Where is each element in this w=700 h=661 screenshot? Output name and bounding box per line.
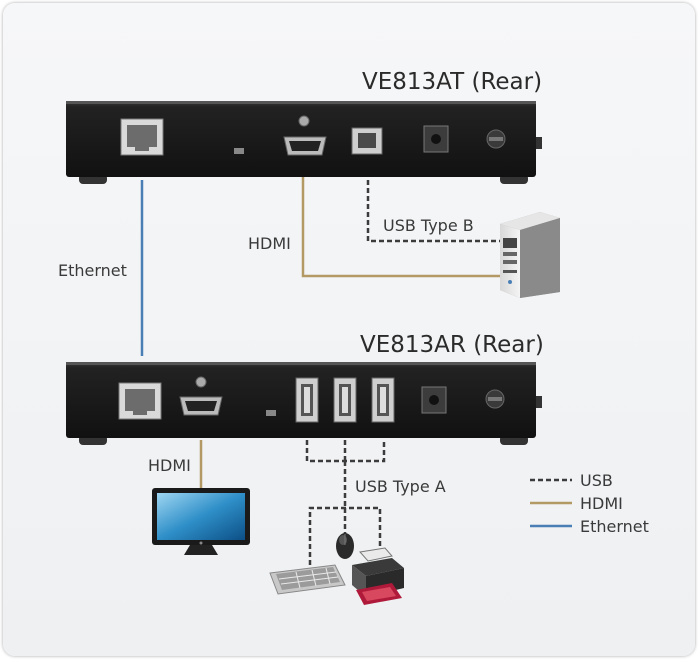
hdmi-label-top: HDMI: [248, 234, 291, 253]
mouse-icon: [336, 533, 354, 559]
usb-type-a-port-icon: [371, 377, 395, 423]
hdmi-cable-top: [301, 172, 500, 278]
led-indicator-icon: [234, 148, 244, 154]
legend-item-ethernet: Ethernet: [530, 517, 649, 536]
monitor-icon: [152, 488, 250, 555]
usb-type-a-label: USB Type A: [355, 477, 446, 496]
hdmi-port-icon: [179, 396, 223, 416]
printer-icon: [352, 547, 404, 605]
receiver-title: VE813AR (Rear): [360, 332, 544, 358]
power-jack-icon: [421, 386, 447, 414]
ground-screw-icon: [195, 376, 207, 388]
hdmi-port-icon: [283, 136, 327, 156]
power-jack-icon: [423, 125, 449, 153]
computer-tower-icon: [500, 212, 560, 298]
hdmi-label-bottom: HDMI: [148, 456, 191, 475]
usb-type-b-port-icon: [351, 127, 383, 155]
usb-type-a-port-icon: [333, 377, 357, 423]
usb-type-b-label: USB Type B: [383, 216, 474, 235]
power-switch-icon: [486, 129, 506, 149]
usb-type-a-cables: [305, 440, 386, 565]
transmitter-title: VE813AT (Rear): [362, 69, 542, 95]
usb-type-a-port-icon: [295, 377, 319, 423]
ethernet-label: Ethernet: [58, 261, 127, 280]
usb-type-b-cable: [366, 180, 500, 243]
legend-item-usb: USB: [530, 471, 613, 490]
legend-label-hdmi: HDMI: [580, 494, 623, 513]
ve813ar-device: [66, 362, 542, 445]
ground-screw-icon: [298, 115, 310, 127]
power-switch-icon: [485, 389, 505, 409]
legend: USB HDMI Ethernet: [530, 471, 649, 536]
ve813at-device: [66, 101, 542, 184]
rj45-port-icon: [118, 382, 162, 420]
keyboard-icon: [269, 564, 346, 595]
legend-label-ethernet: Ethernet: [580, 517, 649, 536]
legend-item-hdmi: HDMI: [530, 494, 623, 513]
rj45-port-icon: [120, 118, 164, 156]
led-indicator-icon: [266, 410, 276, 416]
legend-label-usb: USB: [580, 471, 613, 490]
